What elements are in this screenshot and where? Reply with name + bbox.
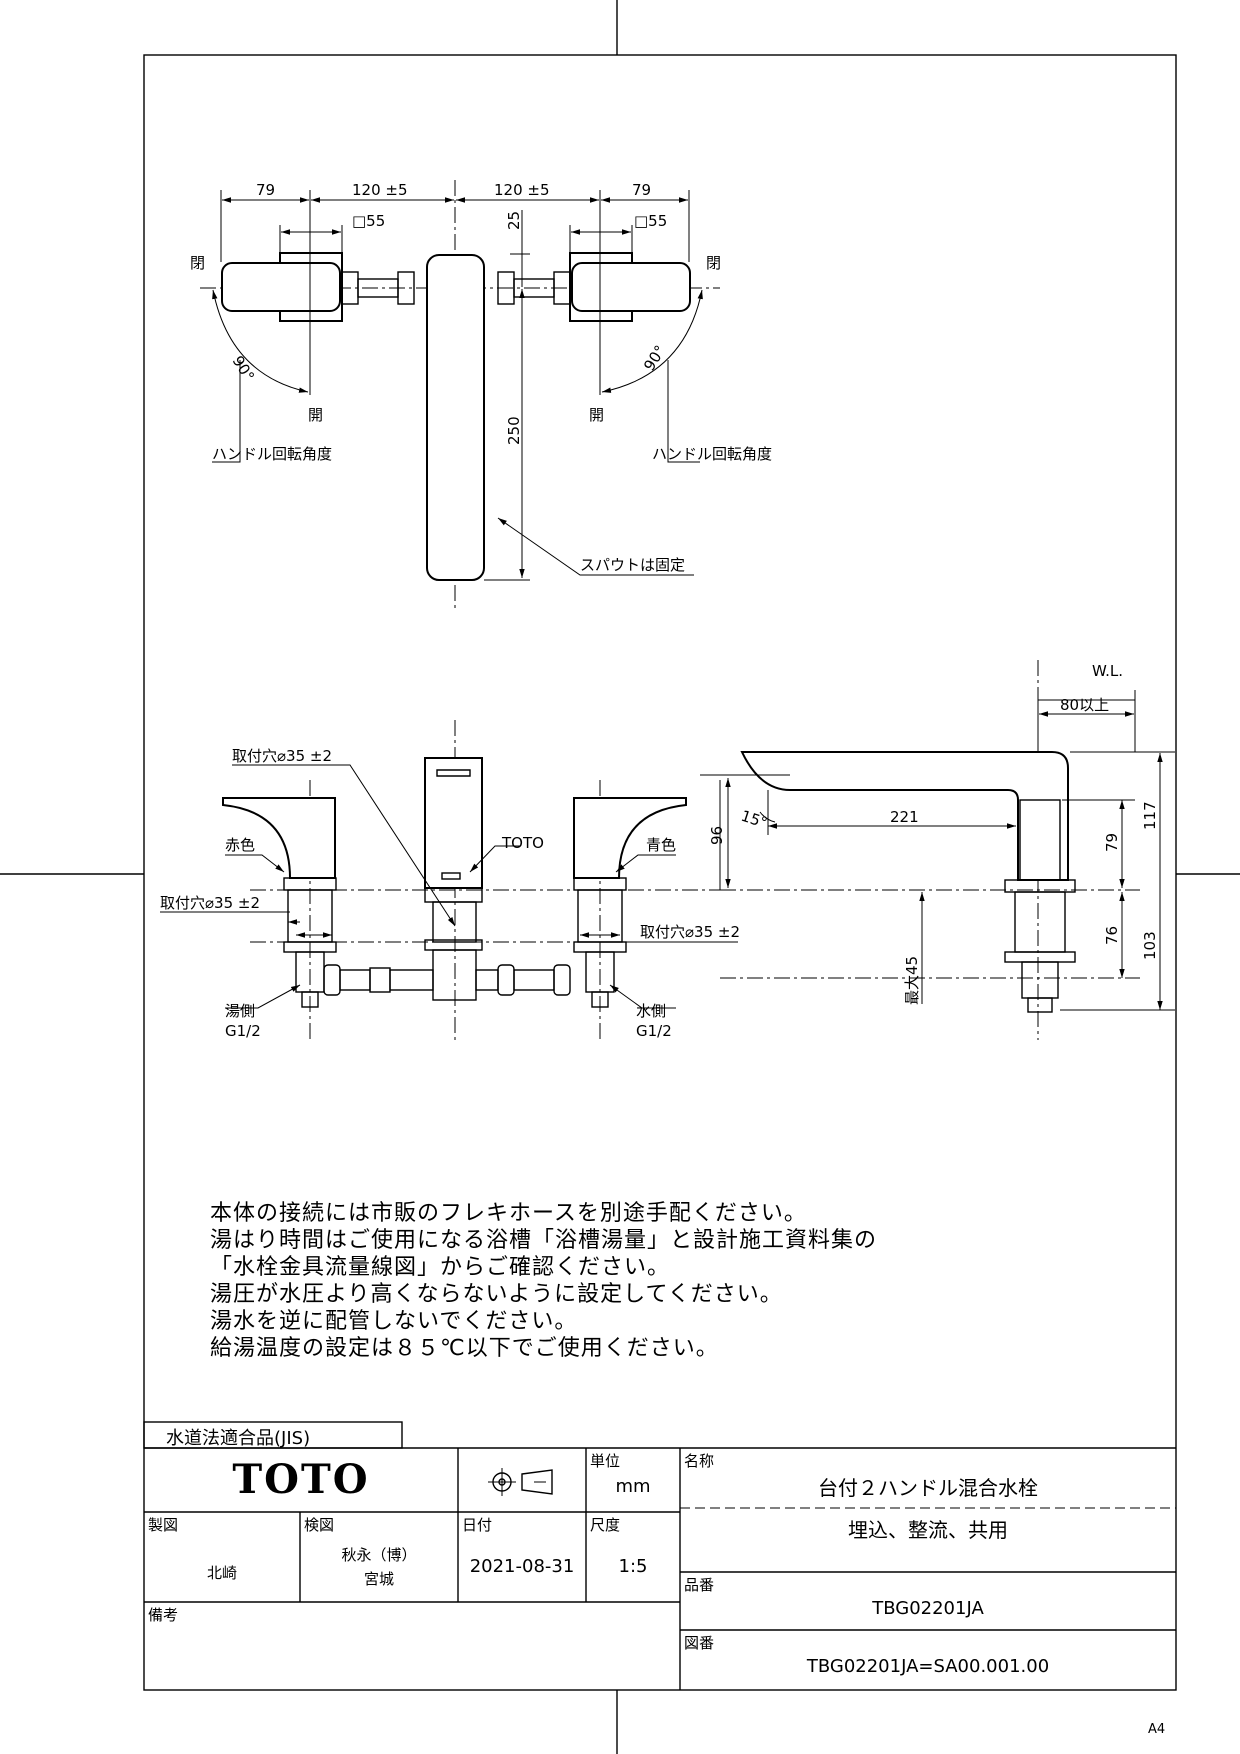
angle-90-right: 90° [640, 342, 669, 374]
dim-80: 80以上 [1060, 696, 1109, 714]
notes-block: 本体の接続には市販のフレキホースを別途手配ください。 湯はり時間はご使用になる浴… [210, 1200, 1030, 1362]
top-view-labels: 79 120 ±5 120 ±5 79 □55 □55 25 250 閉 閉 開… [190, 181, 772, 574]
remarks-label: 備考 [148, 1606, 179, 1624]
part-no-value: TBG02201JA [872, 1598, 984, 1619]
label-open-right: 開 [589, 406, 604, 424]
label-close-left: 閉 [190, 254, 205, 272]
drawn-value: 北崎 [206, 1564, 237, 1582]
dim-79-side: 79 [1103, 833, 1121, 852]
note-line: 給湯温度の設定は８５℃以下でご使用ください。 [210, 1336, 719, 1361]
label-handle-angle-left: ハンドル回転角度 [212, 445, 332, 463]
label-handle-angle-right: ハンドル回転角度 [652, 445, 772, 463]
title-block-grid [143, 1421, 1176, 1690]
product-name-sub: 埋込、整流、共用 [848, 1518, 1008, 1542]
label-hot-thread: G1/2 [225, 1022, 261, 1040]
dim-25: 25 [505, 211, 523, 230]
product-name: 台付２ハンドル混合水栓 [818, 1476, 1038, 1500]
label-red: 赤色 [225, 836, 255, 854]
dim-79-left: 79 [256, 181, 275, 199]
label-mount-hole-left: 取付穴⌀35 ±2 [160, 894, 260, 912]
angle-90-left: 90° [229, 353, 258, 385]
projection-symbol-icon [488, 1468, 553, 1496]
label-mount-hole-top: 取付穴⌀35 ±2 [232, 747, 332, 765]
date-value: 2021-08-31 [469, 1556, 575, 1577]
checked-value-1: 秋永（博） [341, 1546, 417, 1564]
part-no-label: 品番 [684, 1576, 715, 1594]
label-cold-thread: G1/2 [636, 1022, 672, 1040]
dim-sq55-right: □55 [634, 212, 667, 230]
label-cold-side: 水側 [636, 1002, 666, 1020]
unit-value: mm [615, 1476, 651, 1497]
note-line: 湯圧が水圧より高くならないように設定してください。 [210, 1282, 783, 1307]
top-view [200, 180, 720, 612]
front-view-labels: 取付穴⌀35 ±2 取付穴⌀35 ±2 取付穴⌀35 ±2 赤色 青色 TOTO… [160, 747, 740, 1040]
note-line: 「水栓金具流量線図」からご確認ください。 [210, 1255, 671, 1280]
scale-label: 尺度 [590, 1516, 621, 1534]
dim-103: 103 [1141, 931, 1159, 960]
label-spout-fixed: スパウトは固定 [580, 556, 685, 574]
checked-value-2: 宮城 [363, 1570, 394, 1588]
label-brand: TOTO [501, 834, 544, 852]
drawing-no-value: TBG02201JA=SA00.001.00 [806, 1656, 1050, 1677]
drawing-no-label: 図番 [684, 1634, 715, 1652]
label-open-left: 開 [308, 406, 323, 424]
drawn-label: 製図 [148, 1516, 179, 1534]
label-blue: 青色 [646, 836, 676, 854]
paper-size: A4 [1148, 1722, 1166, 1737]
name-label: 名称 [684, 1452, 715, 1470]
dim-76: 76 [1103, 926, 1121, 945]
dim-250: 250 [505, 416, 523, 445]
dim-120-left: 120 ±5 [352, 181, 408, 199]
dim-max45: 最大45 [903, 956, 921, 1005]
note-line: 湯はり時間はご使用になる浴槽「浴槽湯量」と設計施工資料集の [210, 1228, 878, 1253]
dim-96: 96 [708, 826, 726, 845]
dim-79-right: 79 [632, 181, 651, 199]
unit-label: 単位 [590, 1452, 621, 1470]
dim-221: 221 [890, 808, 919, 826]
jis-label: 水道法適合品(JIS) [166, 1428, 311, 1449]
front-view [160, 720, 738, 1040]
dim-sq55-left: □55 [352, 212, 385, 230]
label-hot-side: 湯側 [225, 1002, 255, 1020]
toto-logo: TOTO [232, 1456, 370, 1503]
side-view-labels: W.L. 80以上 221 15° 96 79 117 76 103 最大45 [708, 662, 1159, 1005]
note-line: 湯水を逆に配管しないでください。 [210, 1309, 578, 1334]
scale-value: 1:5 [618, 1556, 648, 1577]
label-wl: W.L. [1092, 662, 1123, 680]
dim-120-right: 120 ±5 [494, 181, 550, 199]
side-view [700, 660, 1175, 1040]
label-mount-hole-right: 取付穴⌀35 ±2 [640, 923, 740, 941]
dim-15: 15° [739, 807, 770, 832]
date-label: 日付 [462, 1516, 493, 1534]
checked-label: 検図 [304, 1516, 335, 1534]
dim-117: 117 [1141, 801, 1159, 830]
label-close-right: 閉 [706, 254, 721, 272]
note-line: 本体の接続には市販のフレキホースを別途手配ください。 [210, 1201, 807, 1226]
